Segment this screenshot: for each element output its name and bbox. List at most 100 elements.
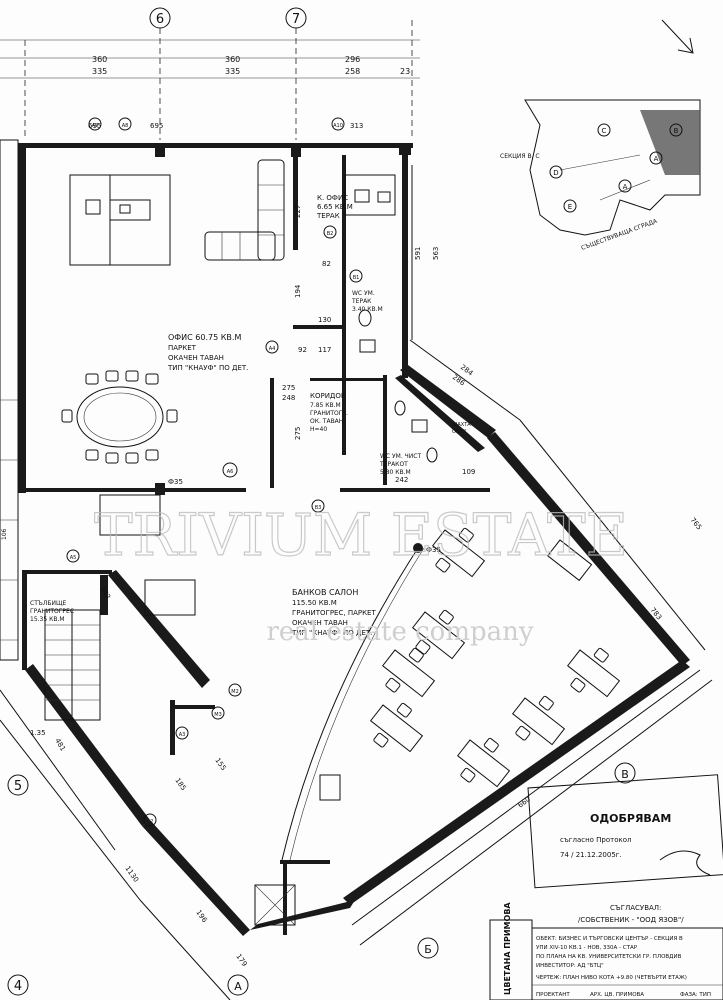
key-b: B xyxy=(674,127,679,135)
room-label-wc2: WC УМ. ЧИСТ ТЕРАКОТ 5.80 КВ.М xyxy=(379,453,421,476)
shaft-line-1: ШАХТА xyxy=(452,422,471,428)
staircase xyxy=(44,609,101,721)
wc1-line-3: 3.40 КВ.М xyxy=(352,306,383,313)
corridor-line-2: 7.85 КВ.М xyxy=(310,402,341,409)
axis-label-a: А xyxy=(234,980,242,993)
dim-3: 313 xyxy=(350,122,363,130)
key-plan: C B A D E A СЕКЦИЯ В, С СЪЩЕСТВУВАЩА СГР… xyxy=(500,99,701,252)
curved-partition xyxy=(281,547,419,861)
office-small-line-2: 6.65 КВ.М xyxy=(317,203,353,211)
dim-13: 227 xyxy=(294,205,302,218)
walls-upper xyxy=(18,143,490,495)
marker-a2: А2 xyxy=(147,819,154,825)
axis-label-5: 5 xyxy=(14,779,22,794)
columns xyxy=(155,485,423,553)
room-label-shaft: ШАХТА ОБИХ xyxy=(452,422,471,435)
marker-a5: А5 xyxy=(70,555,77,561)
designer-seal: ЦВЕТАНА ПРИМОВА xyxy=(489,902,533,1000)
wc-fixtures xyxy=(358,309,438,463)
office-main-line-3: ОКАЧЕН ТАВАН xyxy=(168,354,224,362)
axis-label-7: 7 xyxy=(292,12,300,27)
title-line-3: ПО ПЛАНА НА КВ. УНИВЕРСИТЕТСКИ ГР. ПЛОВД… xyxy=(536,954,682,960)
dim-1: 695 xyxy=(88,122,101,130)
bank-hall-line-4: ОКАЧЕН ТАВАН xyxy=(292,619,348,627)
marker-a3: А3 xyxy=(179,732,186,738)
title-footer-2: АРХ. ЦВ. ПРИМОВА xyxy=(590,992,644,998)
marker-b3: В3 xyxy=(315,505,322,511)
marker-a6: А6 xyxy=(227,469,234,475)
dim-26: 275 xyxy=(282,384,295,392)
key-c: C xyxy=(602,127,607,135)
dim-10: 130 xyxy=(318,316,331,324)
approved-line-2: 74 / 21.12.2005г. xyxy=(560,851,622,859)
wc2-line-2: ТЕРАКОТ xyxy=(379,461,408,468)
bank-desks xyxy=(99,494,621,801)
title-line-2: УПИ ХIV-10 КВ.1 - НОВ, 330А - СТАР xyxy=(536,945,638,951)
marker-a9: А9 xyxy=(92,123,99,129)
room-label-stairs: СТЪЛБИЩЕ ГРАНИТОГРЕС 15.35 КВ.М xyxy=(30,600,74,623)
bank-hall-line-1: БАНКОВ САЛОН xyxy=(292,588,358,597)
dim-11: 92 xyxy=(298,346,307,354)
approval-stamp: ОДОБРЯВАМ съгласно Протокол 74 / 21.12.2… xyxy=(527,774,723,889)
room-label-bank-hall: БАНКОВ САЛОН 115.50 КВ.М ГРАНИТОГРЕС, ПА… xyxy=(291,588,376,637)
axis-bubble-7: 7 xyxy=(285,7,307,29)
corridor-line-4: ОК. ТАВАН xyxy=(310,418,343,425)
axis-bubble-a: А xyxy=(227,974,249,996)
key-section-label: СЕКЦИЯ В, С xyxy=(500,153,540,160)
axis-bubble-b: Б xyxy=(417,937,439,959)
stairs-line-3: 15.35 КВ.М xyxy=(30,616,65,623)
dim-14: 275 xyxy=(294,427,302,440)
walls-lower xyxy=(0,570,355,1000)
marker-m3: М3 xyxy=(214,712,222,718)
dim-21: 196 xyxy=(194,909,209,925)
wc1-line-1: WC УМ. xyxy=(352,290,375,297)
approval-signature xyxy=(659,850,711,876)
marker-b2: В2 xyxy=(327,231,334,237)
dim-5: 563 xyxy=(432,247,440,260)
walls-diagonal xyxy=(343,165,713,946)
room-label-corridor: КОРИДОР 7.85 КВ.М ГРАНИТОГР. ОК. ТАВАН Н… xyxy=(310,392,348,433)
shaft-line-2: ОБИХ xyxy=(452,429,467,435)
small-office-furniture xyxy=(344,174,396,216)
key-a2: A xyxy=(623,183,628,191)
dim-17: 106 xyxy=(1,528,8,540)
lift-box xyxy=(254,884,296,926)
left-partial-rooms xyxy=(0,139,19,661)
dim-6: 284 xyxy=(459,363,475,378)
dim-top-3: 296 xyxy=(345,55,360,64)
designer-seal-text: ЦВЕТАНА ПРИМОВА xyxy=(503,902,512,995)
column-label-1: Ф35 xyxy=(168,478,183,486)
marker-b1: В1 xyxy=(353,275,360,281)
axis-label-v: В xyxy=(621,768,629,781)
dim-top-7: 23 xyxy=(400,67,410,76)
watermark-sub: real estate company xyxy=(266,617,533,647)
key-e: E xyxy=(568,203,572,211)
meeting-table xyxy=(61,370,178,464)
wc2-line-1: WC УМ. ЧИСТ xyxy=(380,453,421,460)
marker-m2: М2 xyxy=(231,689,239,695)
key-a1: A xyxy=(654,155,659,163)
axis-bubble-5: 5 xyxy=(7,774,29,796)
corridor-line-1: КОРИДОР xyxy=(310,392,345,400)
title-block: ОБЕКТ: БИЗНЕС И ТЪРГОВСКИ ЦЕНТЪР - СЕКЦИ… xyxy=(531,927,723,1000)
dim-7: 286 xyxy=(451,373,467,388)
room-label-wc1: WC УМ. ТЕРАК 3.40 КВ.М xyxy=(351,290,383,313)
dim-19: 481 xyxy=(53,737,67,753)
axis-label-4: 4 xyxy=(14,979,22,994)
room-label-office-main: ОФИС 60.75 КВ.М ПАРКЕТ ОКАЧЕН ТАВАН ТИП … xyxy=(167,333,248,372)
dim-top-2: 360 xyxy=(225,55,240,64)
dim-15: 242 xyxy=(395,476,408,484)
dim-20: 1130 xyxy=(123,865,140,884)
watermark-main: TRIVIUM ESTATE xyxy=(94,501,628,569)
dim-29: 185 xyxy=(173,777,187,793)
corridor-line-3: ГРАНИТОГР. xyxy=(310,410,348,417)
door-markers: А10 А9 А8 В2 В1 А6 А5 А4 А3 В3 М2 М3 А2 xyxy=(66,117,363,827)
dim-16: 109 xyxy=(462,468,475,476)
office-small-line-1: К. ОФИС xyxy=(317,194,348,202)
dim-27: 248 xyxy=(282,394,295,402)
key-existing-label: СЪЩЕСТВУВАЩА СГРАДА xyxy=(580,218,659,252)
north-arrow-icon xyxy=(661,19,694,54)
reception-desk xyxy=(99,494,161,536)
approved-line-1: съгласно Протокол xyxy=(560,836,632,844)
